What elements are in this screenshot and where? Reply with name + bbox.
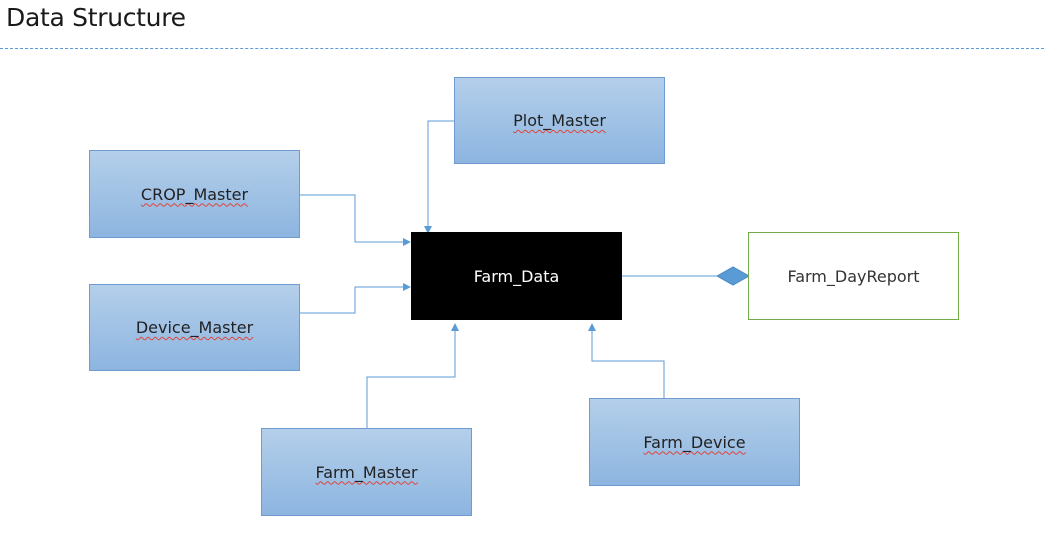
device-master-label: Device_Master [135,318,254,337]
connector-plot-to-farm-data [424,120,455,234]
crop-master-label: CROP_Master [140,184,249,204]
farm-master-box: Farm_Master [261,428,472,516]
connector-farm-master-to-farm-data [366,323,459,429]
farm-device-label: Farm_Device [643,432,746,452]
title-divider [0,48,1044,49]
plot-master-label: Plot_Master [513,111,606,130]
connector-device-to-farm-data [300,283,411,314]
farm-data-box: Farm_Data [411,232,622,320]
connector-crop-to-farm-data [300,194,411,246]
farm-data-label: Farm_Data [473,266,560,286]
farm-dayreport-label: Farm_DayReport [787,266,920,286]
device-master-box: Device_Master [89,284,300,371]
connector-farm-device-to-farm-data [588,323,665,399]
farm-device-box: Farm_Device [589,398,800,486]
aggregation-diamond [715,266,751,286]
page-title: Data Structure [6,3,186,32]
farm-master-label: Farm_Master [315,462,418,482]
farm-dayreport-box: Farm_DayReport [748,232,959,320]
crop-master-box: CROP_Master [89,150,300,238]
plot-master-box: Plot_Master [454,77,665,164]
